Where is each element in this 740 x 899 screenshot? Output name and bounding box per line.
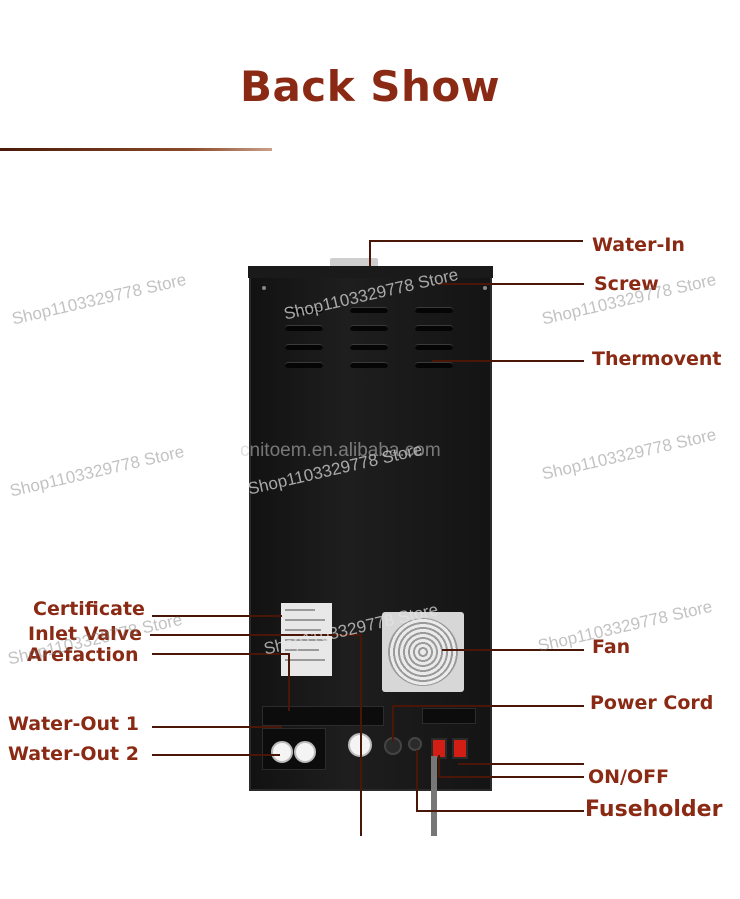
vent-slot <box>350 344 388 350</box>
vent-slot <box>285 307 323 313</box>
store-watermark: Shop1103329778 Store <box>10 269 189 329</box>
leader-line-on-off <box>458 763 584 765</box>
leader-line-fuseholder <box>416 810 584 812</box>
screw-icon <box>483 286 487 290</box>
leader-line-water-in <box>369 240 371 266</box>
label-inlet-valve: Inlet Valve <box>28 623 142 645</box>
leader-line-water-out-2 <box>152 754 280 756</box>
label-certificate: Certificate <box>33 598 145 620</box>
vent-slot <box>415 325 453 331</box>
vent-slot <box>285 325 323 331</box>
leader-line-thermovent <box>432 360 584 362</box>
vent-slot <box>285 344 323 350</box>
vent-slot <box>415 344 453 350</box>
product-top-lid <box>248 266 493 278</box>
title-underline <box>0 148 272 151</box>
label-on-off: ON/OFF <box>588 766 670 788</box>
page-title: Back Show <box>239 62 501 111</box>
label-water-out-2: Water-Out 2 <box>8 743 139 765</box>
leader-line-inlet-valve <box>150 634 362 636</box>
vent-slot <box>285 362 323 368</box>
switch-panel <box>422 708 476 724</box>
vent-slot <box>415 307 453 313</box>
fan-grill <box>388 618 458 686</box>
certificate-sticker <box>281 603 332 676</box>
leader-line-fan <box>442 649 584 651</box>
store-watermark: Shop1103329778 Store <box>8 441 187 501</box>
water-out-2-valve <box>294 741 316 763</box>
screw-icon <box>262 286 266 290</box>
leader-line-arefaction <box>152 653 290 655</box>
warning-panel <box>262 706 384 726</box>
leader-line-arefaction <box>288 653 290 711</box>
vent-slot <box>415 362 453 368</box>
vent-slot <box>350 307 388 313</box>
label-arefaction: Arefaction <box>27 644 139 666</box>
leader-line-power-cord <box>392 705 584 707</box>
leader-line-certificate <box>152 615 282 617</box>
label-fuseholder: Fuseholder <box>585 797 723 822</box>
label-power-cord: Power Cord <box>590 692 714 714</box>
vent-slot <box>350 362 388 368</box>
leader-line-fuseholder <box>416 750 418 812</box>
store-watermark: Shop1103329778 Store <box>540 424 719 484</box>
water-inlet-fitting <box>330 258 378 268</box>
fan-icon <box>382 612 464 692</box>
leader-line-power-cord <box>392 705 394 741</box>
leader-line-water-out-1 <box>152 726 282 728</box>
on-off-switch <box>452 738 468 759</box>
fuse-socket <box>408 737 422 751</box>
label-screw: Screw <box>594 273 659 295</box>
label-thermovent: Thermovent <box>592 348 722 370</box>
leader-line-on-off <box>438 776 584 778</box>
label-water-in: Water-In <box>592 234 685 256</box>
leader-line-water-in <box>369 240 583 242</box>
leader-line-screw <box>438 283 584 285</box>
label-fan: Fan <box>592 636 631 658</box>
vent-slot <box>350 325 388 331</box>
leader-line-on-off <box>438 755 440 777</box>
power-cord <box>431 756 437 836</box>
water-out-1-valve <box>271 741 293 763</box>
leader-line-inlet-valve <box>360 634 362 836</box>
label-water-out-1: Water-Out 1 <box>8 713 139 735</box>
